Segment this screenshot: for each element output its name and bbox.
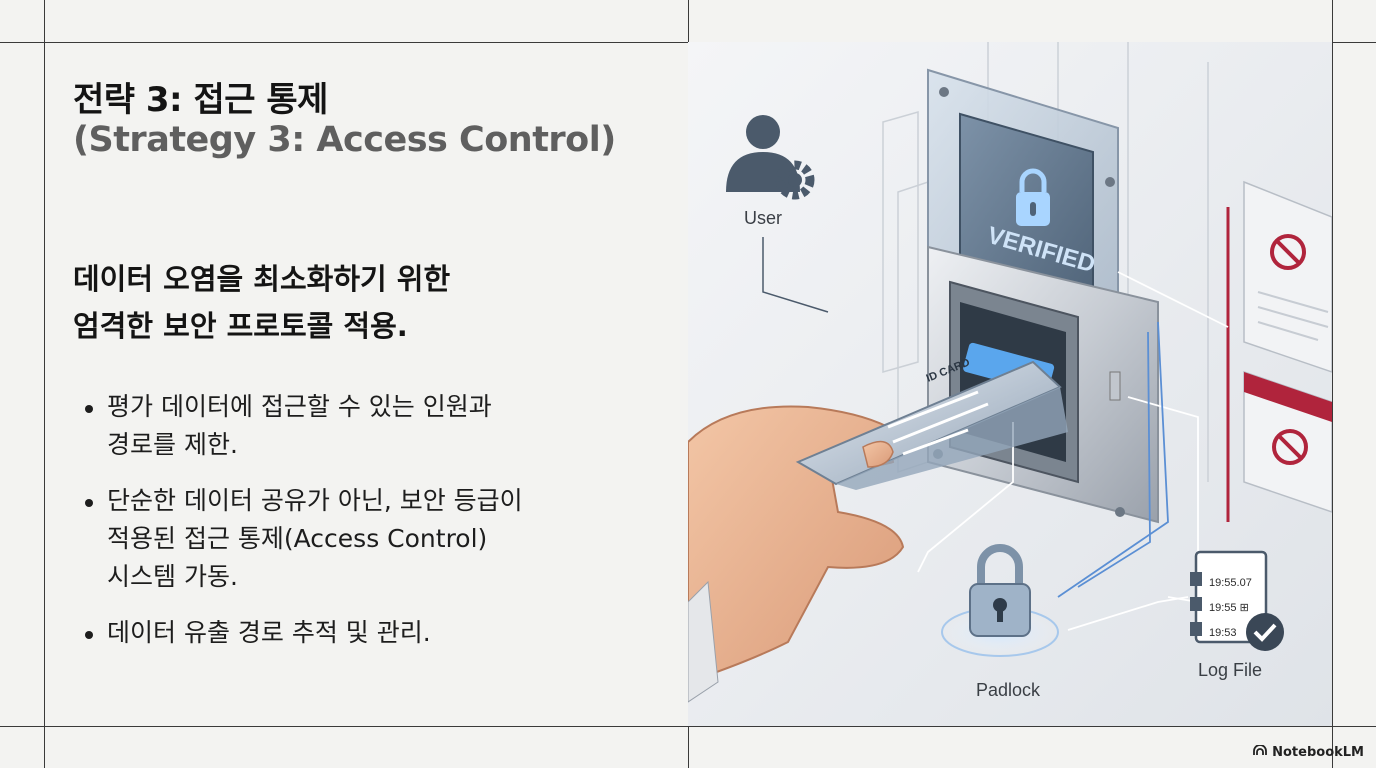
bullet-line: 단순한 데이터 공유가 아닌, 보안 등급이: [107, 486, 523, 515]
lead-line: 엄격한 보안 프로토콜 적용.: [73, 309, 408, 343]
bullet-line: 데이터 유출 경로 추적 및 관리.: [107, 618, 431, 647]
bullet-item: 단순한 데이터 공유가 아닌, 보안 등급이 적용된 접근 통제(Access …: [85, 482, 523, 596]
padlock-icon: [941, 544, 1059, 657]
lead-line: 데이터 오염을 최소화하기 위한: [73, 262, 451, 296]
bullet-dot: [85, 631, 93, 639]
bullet-line: 시스템 가동.: [107, 562, 238, 591]
bullet-item: 평가 데이터에 접근할 수 있는 인원과 경로를 제한.: [85, 388, 523, 464]
log-entry: 19:53: [1209, 627, 1237, 639]
padlock-label: Padlock: [976, 680, 1041, 700]
lock-screen-icon: [1016, 168, 1050, 226]
log-label: Log File: [1198, 660, 1262, 680]
user-label: User: [744, 208, 782, 228]
blocked-panels: [1226, 180, 1332, 522]
grid-line-right: [1332, 0, 1333, 768]
log-entry: 19:55 ⊞: [1209, 602, 1249, 614]
text-panel: 전략 3: 접근 통제 (Strategy 3: Access Control)…: [45, 42, 688, 726]
bullet-line: 경로를 제한.: [107, 430, 238, 459]
bullet-list: 평가 데이터에 접근할 수 있는 인원과 경로를 제한. 단순한 데이터 공유가…: [85, 388, 523, 670]
blocked-icon: [1272, 429, 1308, 465]
lead-text: 데이터 오염을 최소화하기 위한 엄격한 보안 프로토콜 적용.: [73, 256, 450, 350]
grid-line-left: [44, 0, 45, 768]
log-entry: 19:55.07: [1209, 577, 1252, 589]
slide-subtitle: (Strategy 3: Access Control): [73, 120, 616, 160]
slide-title: 전략 3: 접근 통제: [73, 80, 328, 120]
hand-with-card: ID CARD: [688, 356, 1068, 703]
access-control-illustration: VERIFIED: [688, 42, 1332, 726]
notebooklm-brand: NotebookLM: [1253, 744, 1364, 760]
bullet-line: 평가 데이터에 접근할 수 있는 인원과: [107, 392, 492, 421]
notebooklm-logo-icon: [1253, 744, 1268, 760]
bullet-item: 데이터 유출 경로 추적 및 관리.: [85, 614, 523, 652]
brand-label: NotebookLM: [1272, 745, 1364, 760]
blocked-icon: [1270, 234, 1306, 270]
user-gear-icon: [726, 115, 815, 200]
bullet-line: 적용된 접근 통제(Access Control): [107, 524, 488, 553]
log-file-icon: 19:55.07 19:55 ⊞ 19:53: [1190, 550, 1284, 651]
bullet-dot: [85, 499, 93, 507]
bullet-dot: [85, 405, 93, 413]
